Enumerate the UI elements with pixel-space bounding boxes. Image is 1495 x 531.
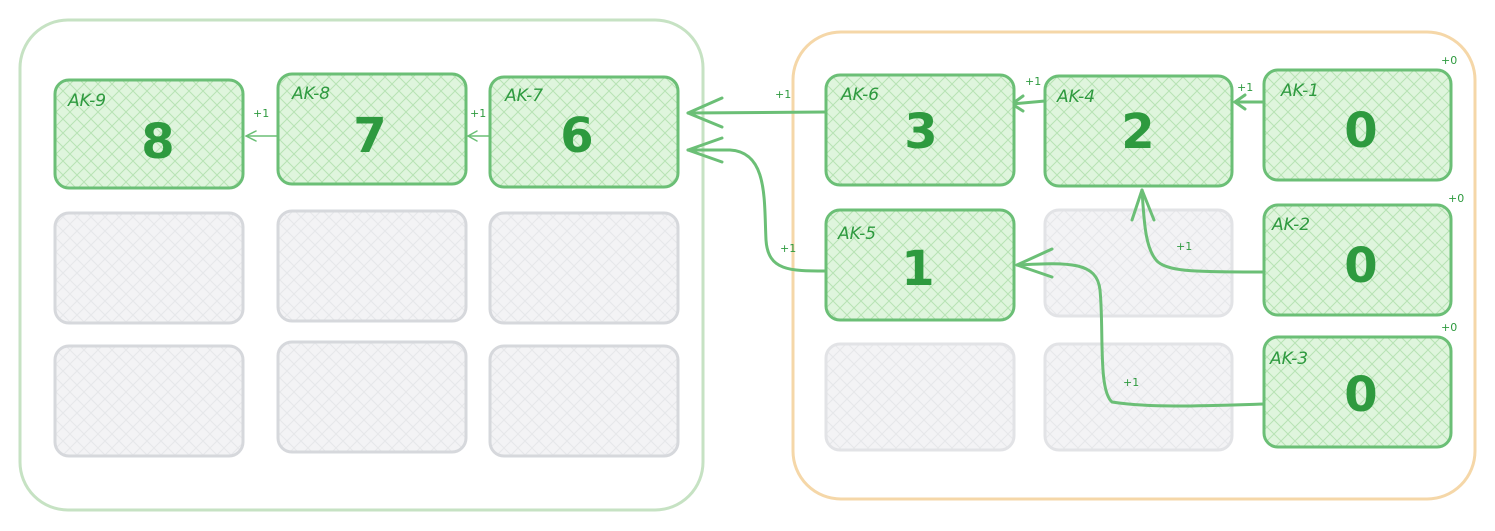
edge-ak3-ak5	[1015, 247, 1266, 408]
edge-ak1-ak4	[1233, 93, 1266, 111]
card-value: 7	[353, 108, 386, 164]
empty-slots-right	[824, 208, 1234, 452]
card-ak8: AK-8 7	[276, 72, 468, 186]
card-ak2: AK-2 0	[1262, 203, 1453, 317]
edge-label-ak8-ak9: +1	[253, 107, 269, 120]
card-ak7: AK-7 6	[488, 75, 680, 189]
edge-label-ak5-ak7: +1	[780, 242, 796, 255]
card-value: 8	[141, 114, 174, 170]
card-ak1: AK-1 0	[1262, 68, 1453, 182]
edge-label-ak2-ak4: +1	[1176, 240, 1192, 253]
empty-slot	[488, 211, 680, 325]
edge-label-ak7-ak8: +1	[470, 107, 486, 120]
card-label: AK-4	[1056, 87, 1095, 107]
edge-ak6-ak7	[686, 96, 828, 129]
edge-ak7-ak8	[467, 130, 491, 142]
empty-slot	[53, 344, 245, 458]
card-label: AK-9	[67, 91, 106, 111]
card-label: AK-1	[1280, 81, 1319, 101]
card-value: 0	[1344, 103, 1377, 159]
card-label: AK-7	[504, 86, 543, 106]
edge-ak4-ak6	[1010, 94, 1047, 113]
empty-slot	[1043, 208, 1234, 318]
edge-ak5-ak7	[686, 136, 828, 273]
empty-slot	[276, 340, 468, 454]
card-label: AK-8	[291, 84, 330, 104]
card-label: AK-6	[840, 85, 879, 105]
empty-slot	[1043, 342, 1234, 452]
card-ak4: AK-4 2	[1043, 74, 1234, 188]
empty-slot	[488, 344, 680, 458]
edge-label-ak3-ak5: +1	[1123, 376, 1139, 389]
card-ak6: AK-6 3	[824, 73, 1016, 187]
base-label-ak2: +0	[1448, 192, 1464, 205]
empty-slots-left	[53, 209, 680, 458]
edge-ak2-ak4	[1130, 188, 1266, 274]
card-label: AK-5	[837, 224, 876, 244]
card-value: 2	[1121, 104, 1154, 160]
card-value: 0	[1344, 238, 1377, 294]
edge-label-ak1-ak4: +1	[1237, 81, 1253, 94]
base-label-ak3: +0	[1441, 321, 1457, 334]
card-label: AK-3	[1269, 349, 1308, 369]
card-ak3: AK-3 0	[1262, 335, 1453, 449]
group-right-container	[791, 30, 1477, 501]
edges	[245, 93, 1266, 408]
edge-ak8-ak9	[245, 130, 279, 142]
card-value: 3	[904, 104, 937, 160]
card-value: 6	[560, 108, 593, 164]
base-label-ak1: +0	[1441, 54, 1457, 67]
card-ak5: AK-5 1	[824, 208, 1016, 322]
card-value: 1	[901, 241, 934, 297]
empty-slot	[276, 209, 468, 323]
card-ak9: AK-9 8	[53, 78, 245, 190]
edge-label-ak4-ak6: +1	[1025, 75, 1041, 88]
empty-slot	[53, 211, 245, 325]
edge-labels: +1 +1 +1 +1 +1 +1 +1 +1 +0 +0 +0	[253, 54, 1464, 389]
edge-label-ak6-ak7: +1	[775, 88, 791, 101]
card-label: AK-2	[1271, 215, 1310, 235]
empty-slot	[824, 342, 1016, 452]
group-left-container	[18, 18, 705, 512]
card-value: 0	[1344, 367, 1377, 423]
